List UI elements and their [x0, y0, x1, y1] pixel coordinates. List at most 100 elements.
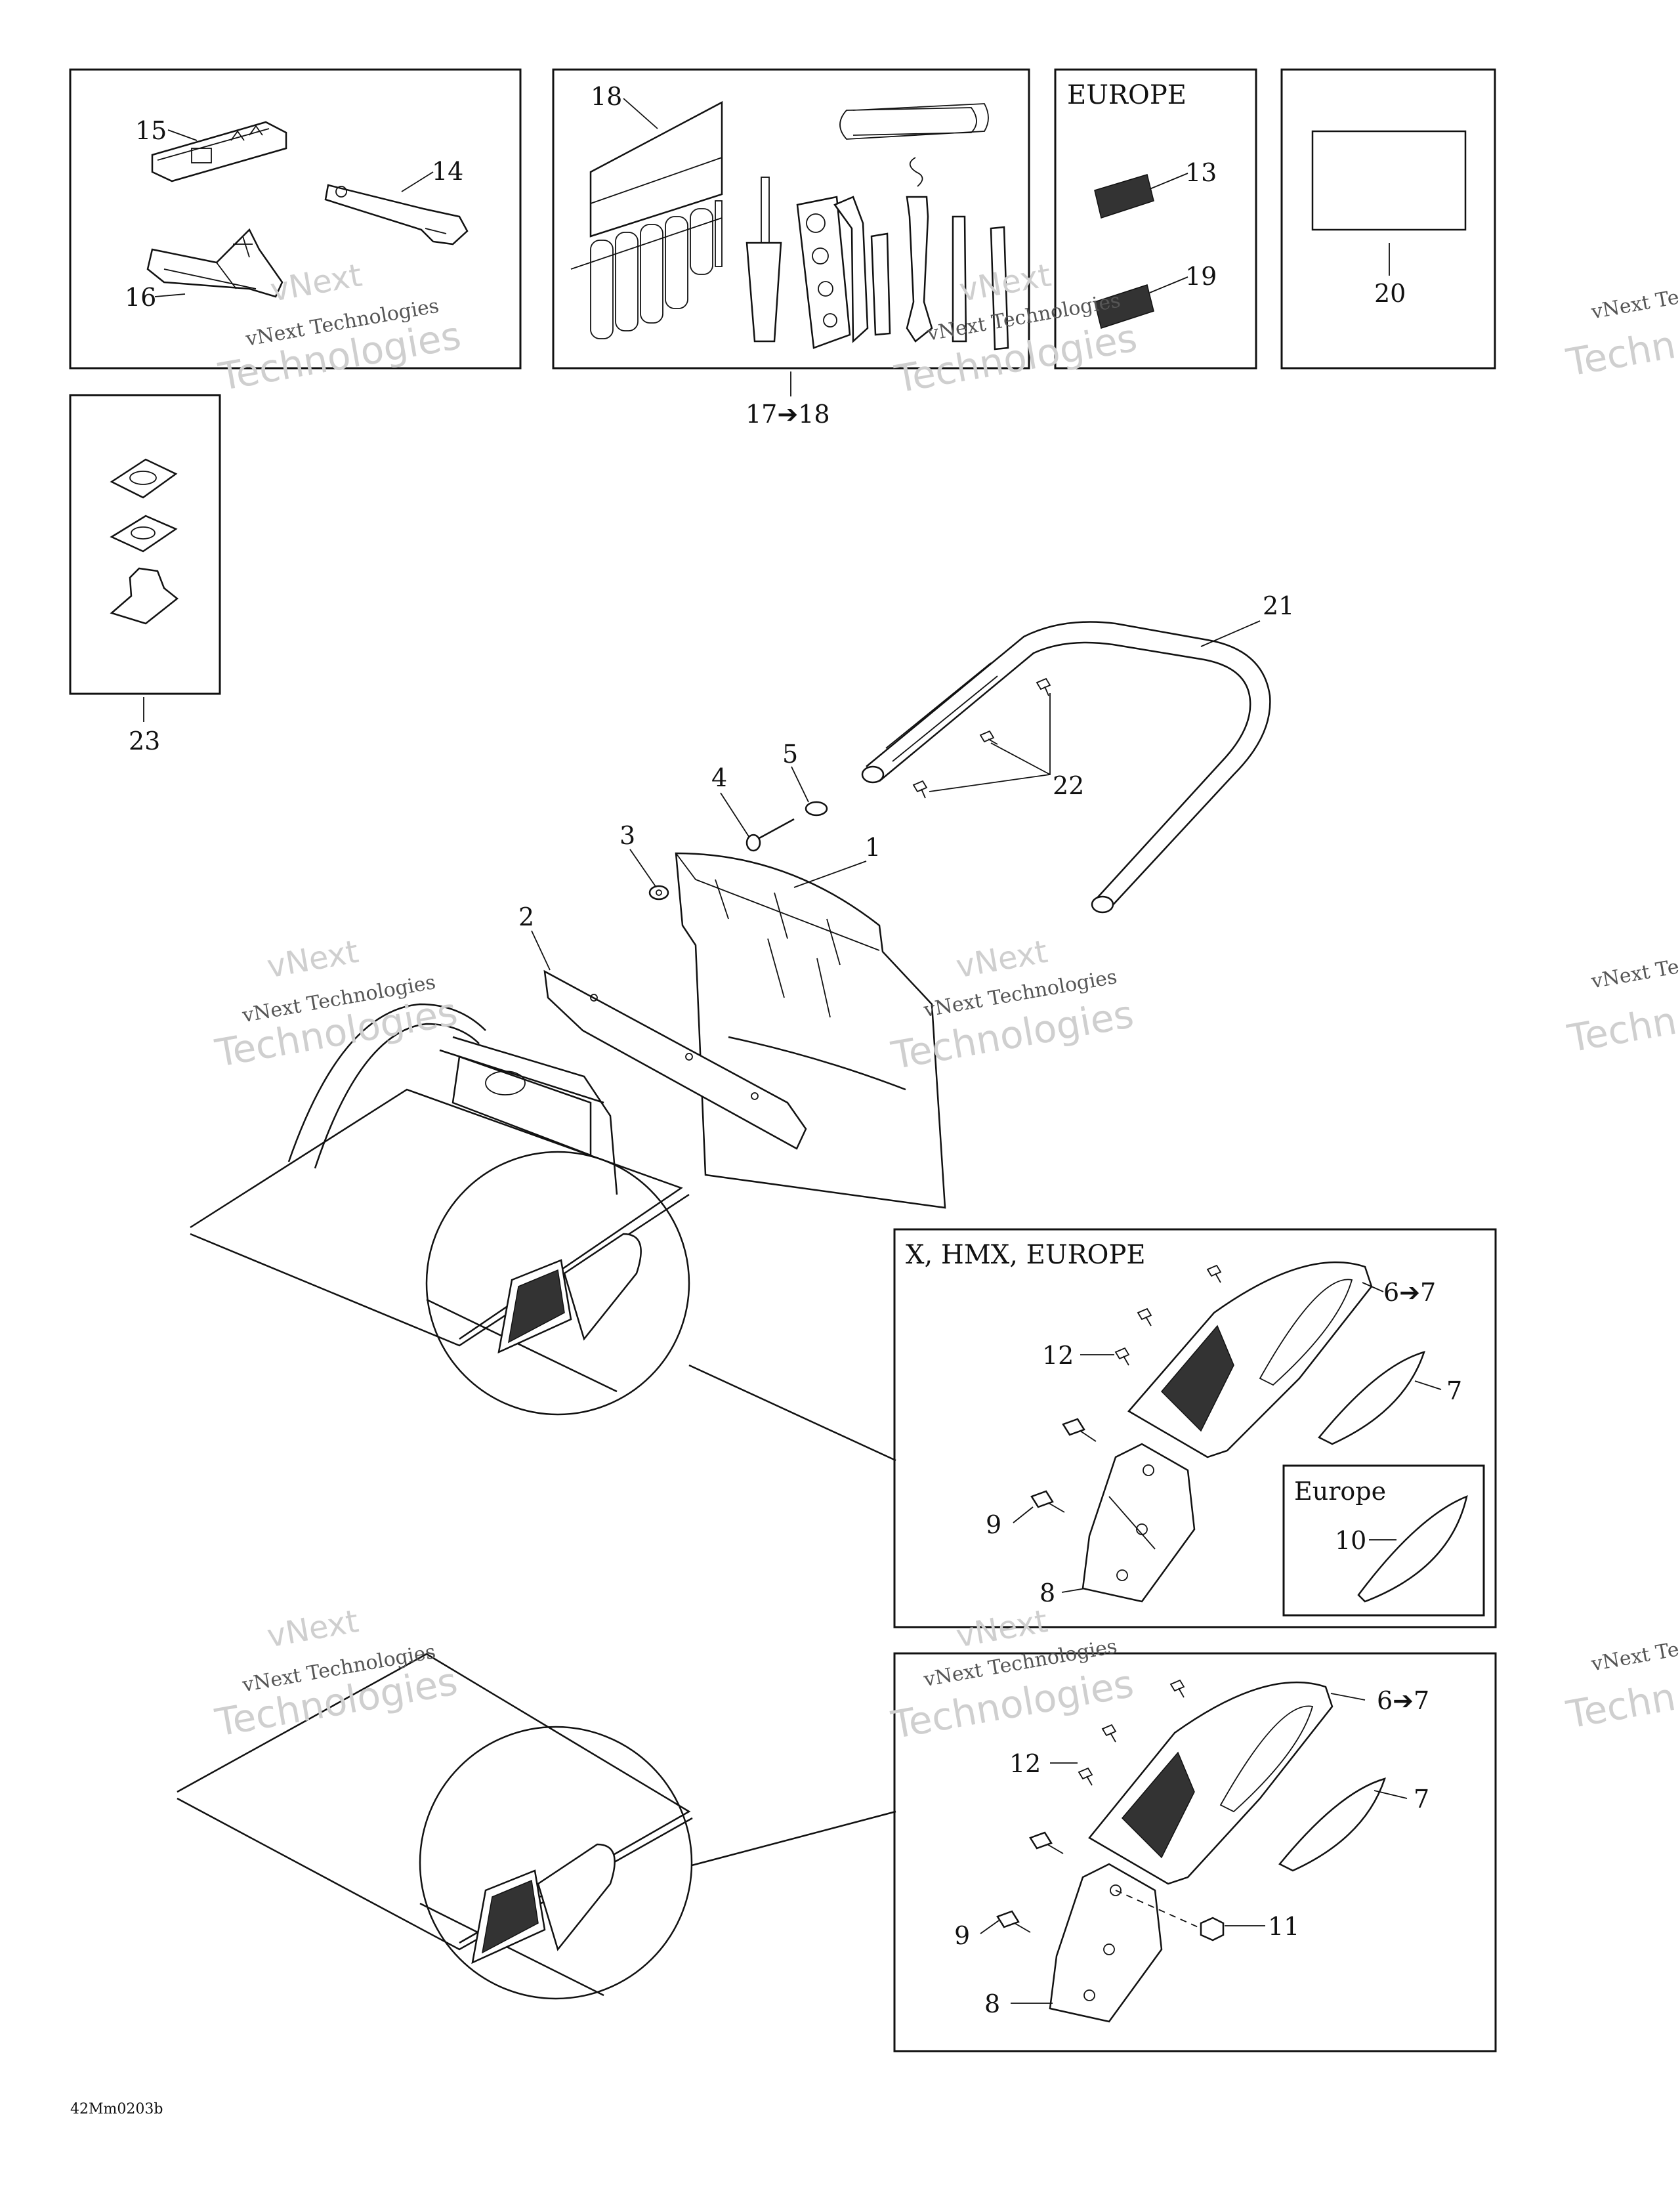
part-1-snowflap	[675, 852, 946, 1209]
callout-3: 3	[620, 821, 635, 850]
callout-8-bottom: 8	[984, 1989, 1000, 2018]
part-5-washer	[805, 801, 828, 817]
callout-21: 21	[1263, 591, 1294, 620]
callout-2: 2	[518, 902, 534, 931]
part-socket-wrench	[796, 196, 851, 349]
part-12-screw-a	[1206, 1264, 1222, 1283]
magnifier-lower	[419, 1726, 896, 2000]
watermark-big-1a: vNext	[268, 257, 365, 309]
part-12-screw-c	[1114, 1347, 1130, 1366]
part-9-screw-lower-a	[1029, 1831, 1053, 1850]
box-tools-14-16	[69, 68, 522, 370]
drawing-code: 42Mm0203b	[70, 2101, 163, 2117]
part-23-plate	[110, 515, 178, 553]
part-open-wrench-1	[833, 196, 869, 343]
callout-10: 10	[1335, 1526, 1366, 1555]
watermark-big-1d: vNext	[954, 933, 1051, 986]
callout-7-top: 7	[1446, 1376, 1462, 1405]
box-header-europe: EUROPE	[1067, 80, 1186, 110]
callout-17-18: 17➔18	[746, 400, 830, 429]
leader-lines	[143, 98, 1442, 2004]
part-9-screw-a	[1062, 1418, 1085, 1436]
part-12-screw-lower-a	[1169, 1679, 1185, 1698]
box-toolkit-17-18	[552, 68, 1030, 370]
part-8-bracket-lower	[1049, 1863, 1163, 2023]
part-12-screw-lower-b	[1101, 1724, 1117, 1743]
part-8-bracket	[1082, 1443, 1196, 1603]
callout-5: 5	[782, 740, 798, 769]
callout-6-7-top: 6➔7	[1383, 1278, 1436, 1307]
watermark-big-1b: vNext	[957, 257, 1054, 309]
box-x-hmx-europe: X, HMX, EUROPE Europe	[893, 1228, 1497, 1628]
box-decal-20	[1280, 68, 1496, 370]
watermark-cut-small-a: vNext Te	[1589, 286, 1680, 324]
part-12-screw-b	[1137, 1307, 1152, 1327]
watermark-cut-big-c: Techn	[1563, 1674, 1679, 1737]
callout-1: 1	[865, 833, 881, 862]
callout-12-top: 12	[1042, 1341, 1074, 1370]
part-9-screw-lower-b	[996, 1910, 1020, 1928]
part-open-wrench-2	[906, 196, 933, 343]
part-22-screws	[912, 677, 1051, 799]
callout-15: 15	[135, 116, 167, 145]
box-grommet-23	[69, 394, 221, 695]
part-3-washer	[648, 885, 669, 901]
box-europe-inset: Europe	[1282, 1464, 1485, 1617]
callout-11: 11	[1268, 1912, 1299, 1941]
part-7-lens-lower	[1278, 1777, 1386, 1872]
callout-labels: 15 14 16 18 17➔18 13 19 20 23 21 22 1 2 …	[125, 82, 1462, 2018]
part-23-gasket	[110, 458, 178, 499]
magnifier-upper	[425, 1151, 896, 1462]
part-plug-tool	[870, 232, 891, 336]
part-tow-cord	[839, 103, 989, 140]
watermark-big-1c: vNext	[264, 933, 362, 986]
box-header-x-hmx-europe: X, HMX, EUROPE	[906, 1240, 1146, 1270]
callout-19: 19	[1185, 262, 1217, 291]
part-14-spanner	[324, 184, 469, 245]
callout-16: 16	[125, 283, 156, 312]
part-11-nut	[1200, 1917, 1225, 1942]
part-20-label-sheet	[1311, 130, 1467, 231]
part-7-lens	[1318, 1351, 1425, 1445]
watermark-cut-big-a: Techn	[1563, 322, 1679, 385]
vehicle-rear-upper	[190, 1003, 690, 1347]
callout-14: 14	[432, 157, 463, 186]
watermark-cut-big-b: Techn	[1564, 998, 1680, 1061]
part-12-screw-lower-c	[1078, 1767, 1093, 1786]
part-10-lens	[1357, 1495, 1468, 1603]
part-19-reflector	[1094, 284, 1154, 329]
callout-8-top: 8	[1040, 1579, 1055, 1607]
part-9-screw-b	[1030, 1490, 1054, 1508]
callout-9-top: 9	[986, 1510, 1001, 1539]
watermark-big-1e: vNext	[264, 1603, 362, 1655]
box-lower-standard	[893, 1652, 1497, 2052]
callout-4: 4	[711, 763, 727, 792]
part-6-taillight-housing-lower	[1088, 1681, 1334, 1885]
callout-6-7-bottom: 6➔7	[1377, 1686, 1429, 1715]
callout-7-bottom: 7	[1414, 1785, 1429, 1814]
inset-header-europe: Europe	[1294, 1477, 1386, 1506]
callout-23: 23	[129, 727, 160, 755]
part-13-reflector	[1094, 174, 1154, 219]
callout-13: 13	[1185, 158, 1217, 187]
part-16-bracket	[146, 228, 284, 298]
watermark-cut-small-b: vNext Te	[1589, 955, 1680, 993]
part-tube-tool-2	[990, 226, 1009, 350]
watermark-cut-small-c: vNext Te	[1589, 1638, 1680, 1676]
callout-12-bottom: 12	[1009, 1749, 1041, 1778]
watermark-big-1f: vNext	[954, 1603, 1051, 1655]
part-18-tool-roll	[570, 100, 723, 339]
part-4-rivet	[746, 818, 795, 852]
callout-18: 18	[591, 82, 622, 111]
box-europe-decals: EUROPE	[1054, 68, 1257, 370]
part-23-housing	[110, 567, 179, 625]
part-tube-tool-1	[952, 215, 967, 343]
part-2-reinforcement-plate	[543, 969, 807, 1150]
part-15-strap	[151, 121, 287, 182]
callout-20: 20	[1374, 279, 1406, 308]
callout-9-bottom: 9	[954, 1921, 970, 1950]
part-6-taillight-housing	[1127, 1261, 1373, 1458]
part-21-grab-handle	[861, 621, 1271, 914]
